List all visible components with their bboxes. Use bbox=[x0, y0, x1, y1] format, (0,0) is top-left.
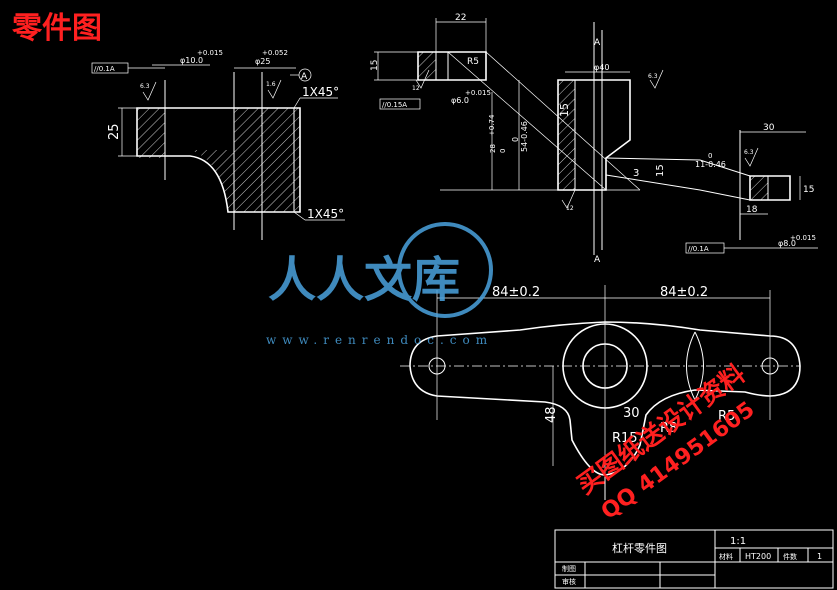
scale-value: 1:1 bbox=[730, 536, 746, 547]
dim-d6-tol: +0.015 bbox=[465, 89, 491, 97]
section-label-top: A bbox=[594, 38, 601, 48]
material-label: 材料 bbox=[719, 552, 733, 561]
radius-r8: R8 bbox=[660, 421, 677, 436]
drawing-title: 零件图 bbox=[12, 11, 102, 46]
dim-d8: φ8.0 bbox=[778, 239, 796, 248]
dim-15-vertical: 15 bbox=[558, 103, 571, 117]
radius-r15: R15 bbox=[612, 431, 638, 446]
tol-frame-1: //0.1A bbox=[94, 65, 115, 73]
chamfer-top: 1X45° bbox=[302, 85, 339, 99]
dim-15d: 15 bbox=[803, 185, 814, 195]
watermark: 人人文库 www.renrendoc.com bbox=[266, 222, 493, 347]
watermark-url: www.renrendoc.com bbox=[266, 333, 493, 347]
dim-18: 18 bbox=[746, 205, 758, 215]
checked-label: 审核 bbox=[562, 577, 576, 586]
roughness-c: 6.3 bbox=[648, 73, 658, 80]
view-main: 84±0.2 84±0.2 48 30 R15 R8 R5 bbox=[400, 285, 801, 500]
dim-074: +0.74 bbox=[488, 114, 496, 136]
dim-0a: 0 bbox=[511, 137, 520, 142]
material-value: HT200 bbox=[745, 552, 771, 561]
dim-d6: φ6.0 bbox=[451, 96, 469, 105]
title-block: 杠杆零件图 1:1 材料 HT200 件数 1 制图 审核 bbox=[554, 529, 834, 589]
dim-84-left: 84±0.2 bbox=[492, 285, 540, 300]
dim-30-main: 30 bbox=[623, 406, 640, 421]
roughness-e: 12 bbox=[566, 205, 574, 212]
view-top-left: 25 //0.1A φ10.0 +0.015 φ25 +0.052 A 1X45… bbox=[91, 49, 345, 240]
roughness-d: 6.3 bbox=[744, 149, 754, 156]
dim-d25: φ25 bbox=[255, 57, 270, 66]
dim-0c: 0 bbox=[708, 152, 712, 160]
qty-value: 1 bbox=[817, 552, 822, 561]
dim-28: 28 bbox=[489, 144, 497, 153]
dim-54: 54-0.46 bbox=[520, 121, 529, 152]
dim-30-top: 30 bbox=[763, 123, 775, 133]
view-section: 22 15 R5 //0.15A φ6.0 +0.015 A A φ40 15 … bbox=[370, 13, 818, 265]
dim-84-right: 84±0.2 bbox=[660, 285, 708, 300]
roughness-f: 12 bbox=[412, 85, 420, 92]
red-stamp: 买图纸送设计资料 QQ 414951605 bbox=[571, 359, 759, 525]
drawn-label: 制图 bbox=[562, 564, 576, 573]
dim-d25-tol: +0.052 bbox=[262, 49, 288, 57]
tol-frame-3: //0.1A bbox=[688, 245, 709, 253]
dim-22: 22 bbox=[455, 13, 466, 23]
radius-r5-main: R5 bbox=[718, 409, 735, 424]
roughness-a: 6.3 bbox=[140, 83, 150, 90]
dim-d40: φ40 bbox=[594, 63, 609, 72]
dim-d10: φ10.0 bbox=[180, 56, 203, 65]
roughness-b: 1.6 bbox=[266, 81, 276, 88]
dim-15c: 15 bbox=[655, 164, 666, 177]
qty-label: 件数 bbox=[783, 552, 797, 561]
dim-d8-tol: +0.015 bbox=[790, 234, 816, 242]
tol-frame-2: //0.15A bbox=[382, 101, 407, 109]
dim-0b: 0 bbox=[499, 149, 507, 153]
chamfer-bottom: 1X45° bbox=[307, 207, 344, 221]
datum-a-label: A bbox=[301, 72, 308, 82]
watermark-brand: 人人文库 bbox=[268, 252, 460, 308]
radius-r5-top: R5 bbox=[467, 57, 479, 67]
dim-48: 48 bbox=[544, 406, 559, 423]
part-name: 杠杆零件图 bbox=[612, 541, 667, 555]
dim-d10-tol: +0.015 bbox=[197, 49, 223, 57]
dim-25: 25 bbox=[107, 123, 122, 140]
dim-11: 11-0.46 bbox=[695, 160, 726, 169]
dim-15: 15 bbox=[370, 60, 380, 71]
section-label-bottom: A bbox=[594, 255, 601, 265]
dim-3: 3 bbox=[633, 168, 639, 179]
